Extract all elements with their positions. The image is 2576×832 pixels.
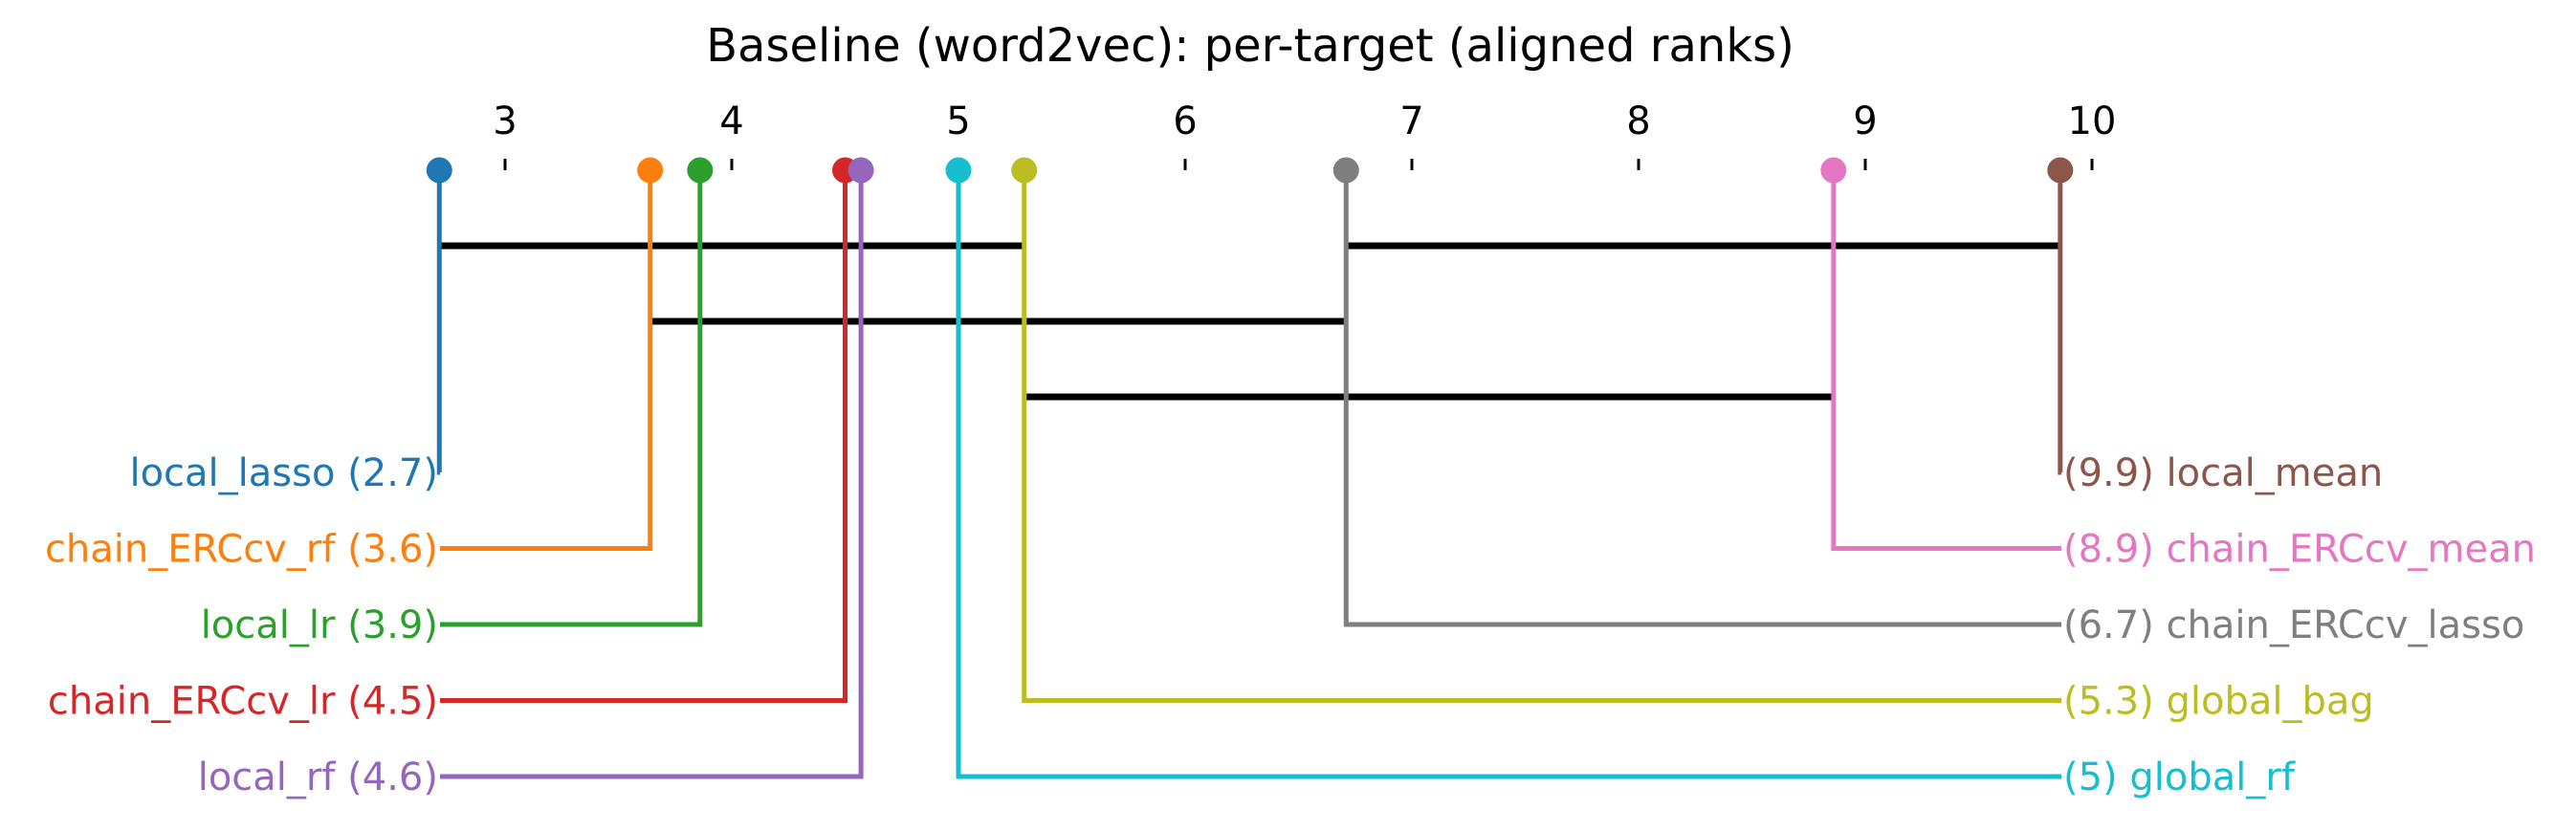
method-line-local_rf [440,170,864,779]
rank-marker-chain_ERCcv_lasso [1332,157,1359,184]
method-line-chain_ERCcv_rf [440,170,653,551]
method-label-local_lasso: local_lasso (2.7) [129,451,438,495]
clique-bars [437,242,2062,401]
chart-title: Baseline (word2vec): per-target (aligned… [706,19,1794,73]
rank-marker-chain_ERCcv_rf [637,157,664,184]
method-line-local_lasso [436,170,442,475]
rank-axis: 3 4 5 6 7 8 9 10 [493,99,2116,170]
rank-marker-global_bag [1011,157,1038,184]
rank-marker-local_rf [848,157,874,184]
axis-tick-label: 10 [2068,99,2117,143]
rank-marker-global_rf [945,157,972,184]
rank-marker-local_lasso [426,157,452,184]
method-label-local_lr: local_lr (3.9) [201,603,438,647]
method-line-chain_ERCcv_lr [440,170,848,703]
method-label-chain_ERCcv_lasso: (6.7) chain_ERCcv_lasso [2063,603,2524,647]
axis-tick-label: 5 [946,99,970,143]
method-label-chain_ERCcv_rf: chain_ERCcv_rf (3.6) [45,528,438,572]
method-lines: local_lasso (2.7) chain_ERCcv_rf (3.6) loc… [45,157,2536,799]
method-line-local_lr [440,170,703,627]
axis-tick-label: 9 [1853,99,1877,143]
method-line-local_mean [2058,170,2063,475]
method-label-chain_ERCcv_lr: chain_ERCcv_lr (4.5) [48,680,438,724]
axis-tick-label: 7 [1399,99,1423,143]
method-line-global_bag [1022,170,2061,703]
method-label-global_bag: (5.3) global_bag [2063,680,2374,724]
method-label-chain_ERCcv_mean: (8.9) chain_ERCcv_mean [2063,528,2536,572]
method-line-chain_ERCcv_lasso [1343,170,2061,627]
method-line-global_rf [956,170,2061,779]
rank-marker-local_lr [687,157,714,184]
axis-tick-label: 4 [719,99,743,143]
method-label-global_rf: (5) global_rf [2063,755,2296,799]
rank-marker-local_mean [2047,157,2074,184]
axis-tick-label: 8 [1626,99,1650,143]
axis-tick-label: 3 [493,99,517,143]
rank-marker-chain_ERCcv_mean [1820,157,1847,184]
method-label-local_rf: local_rf (4.6) [198,755,438,799]
method-line-chain_ERCcv_mean [1831,170,2061,551]
axis-tick-label: 6 [1173,99,1197,143]
method-label-local_mean: (9.9) local_mean [2063,451,2383,495]
